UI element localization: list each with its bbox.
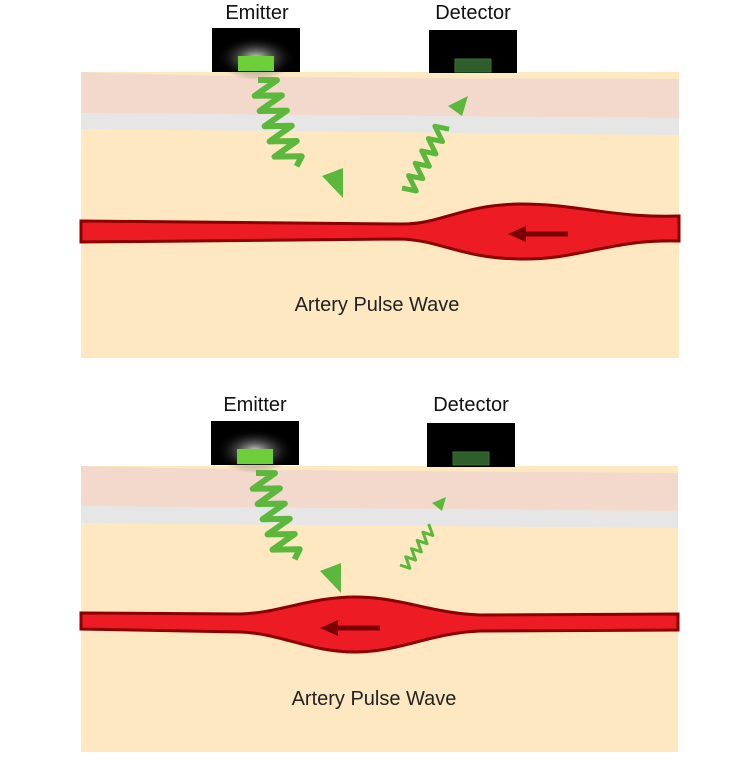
caption: Artery Pulse Wave [294, 294, 460, 316]
reflected-light-wave [401, 96, 468, 194]
reflected-light-wave [399, 497, 446, 570]
panel-bottom-diagram [79, 421, 680, 752]
skin-layer [81, 72, 679, 118]
emitter-label: Emitter [223, 394, 287, 416]
emitter-led [238, 56, 274, 71]
panel-top-diagram [79, 28, 681, 358]
artery [79, 595, 680, 654]
artery [79, 202, 681, 261]
incident-light-wave [251, 77, 343, 198]
emitter-led [237, 449, 273, 464]
skin-layer [81, 466, 678, 511]
panel-top: Emitter Detector Artery Pulse Wave [0, 0, 754, 380]
blood-flow-arrow [320, 620, 380, 636]
blood-flow-arrow [508, 226, 568, 242]
detector-label: Detector [435, 2, 511, 24]
caption: Artery Pulse Wave [291, 688, 457, 710]
panel-bottom: Emitter Detector Artery Pulse Wave [0, 393, 754, 773]
incident-light-wave [249, 470, 341, 593]
dermis-band [81, 113, 679, 135]
dermis-band [81, 506, 678, 528]
emitter-label: Emitter [225, 2, 289, 24]
detector-label: Detector [433, 394, 509, 416]
detector-led [452, 451, 490, 466]
detector-led [454, 58, 492, 73]
